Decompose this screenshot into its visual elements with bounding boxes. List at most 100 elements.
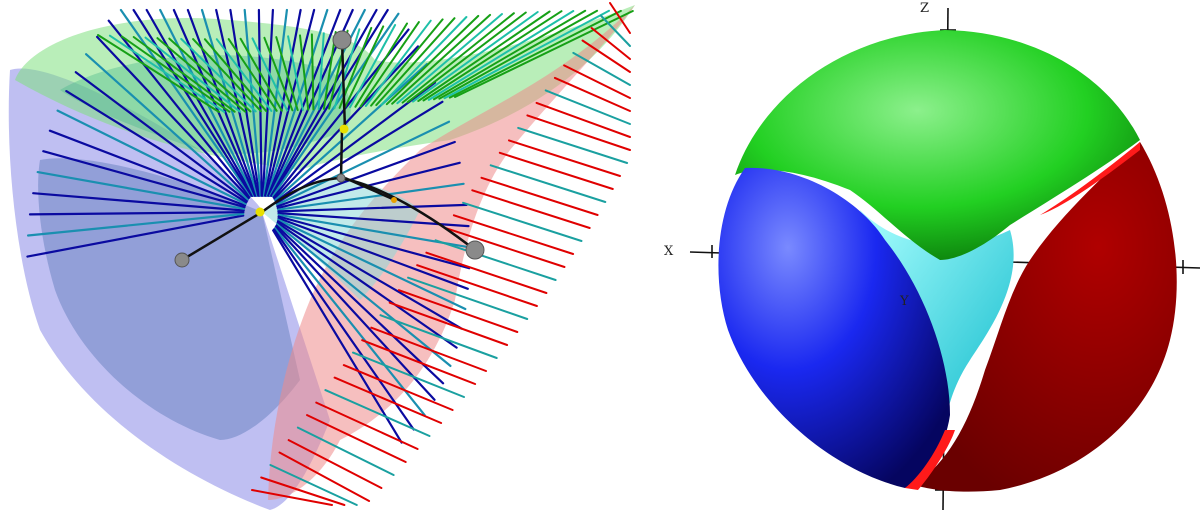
- ruling-line: [120, 35, 231, 113]
- ruling-line: [406, 11, 527, 104]
- ruling-line: [359, 21, 420, 108]
- ruling-line: [364, 19, 432, 107]
- ruling-line: [498, 151, 614, 190]
- ruling-line: [317, 32, 325, 111]
- ruling-line: [273, 45, 420, 200]
- blue-cap-region: [718, 167, 950, 488]
- ruling-line: [599, 14, 631, 47]
- ruling-line: [544, 89, 631, 125]
- ruling-line: [277, 203, 468, 213]
- ruling-line: [333, 376, 443, 424]
- sphere-center: [336, 173, 346, 183]
- ruling-line: [397, 289, 519, 333]
- ruling-line: [416, 264, 538, 307]
- ruling-line: [97, 34, 220, 113]
- ruling-line: [215, 38, 273, 112]
- axis-label-z: Z: [920, 1, 929, 16]
- ruling-line: [349, 24, 397, 109]
- right-panel: X Z Y: [664, 1, 1200, 511]
- ruling-line: [526, 114, 631, 151]
- ruling-line: [263, 36, 294, 112]
- ruling-line: [354, 22, 408, 108]
- ruling-line: [417, 10, 551, 102]
- ruling-line: [489, 164, 607, 203]
- blue-inner-sheet: [38, 158, 300, 441]
- blue-rulings: [26, 8, 471, 444]
- axis-label-y: Y: [899, 294, 909, 309]
- ruling-line: [375, 17, 456, 107]
- marker-red-center: [391, 197, 397, 203]
- ruling-line: [385, 14, 480, 106]
- ruling-line: [276, 223, 452, 367]
- ruling-line: [380, 16, 468, 106]
- sphere-right: [465, 240, 485, 260]
- red-sheet: [268, 5, 635, 500]
- ruling-line: [269, 464, 358, 506]
- sphere-left: [174, 252, 190, 268]
- ruling-line: [448, 9, 622, 99]
- ruling-line: [299, 34, 310, 111]
- ruling-line: [273, 227, 426, 417]
- sphere-top: [332, 30, 352, 50]
- ruling-line: [296, 426, 395, 476]
- ruling-line: [275, 36, 299, 112]
- ruling-line: [119, 8, 252, 197]
- left-panel: [8, 2, 635, 510]
- ruling-line: [277, 217, 469, 290]
- ruling-line: [276, 221, 458, 349]
- ruling-line: [144, 36, 241, 113]
- ruling-line: [324, 389, 431, 437]
- ruling-line: [172, 8, 257, 197]
- ruling-line: [159, 8, 255, 197]
- ruling-line: [396, 13, 503, 105]
- ruling-line: [95, 35, 250, 200]
- ruling-line: [443, 9, 610, 100]
- ruling-line: [427, 10, 575, 101]
- ruling-line: [407, 276, 529, 320]
- ruling-line: [315, 401, 419, 450]
- ruling-line: [145, 8, 254, 197]
- ruling-line: [422, 10, 563, 102]
- ruling-line: [229, 8, 261, 197]
- red-seam-lower: [905, 430, 955, 490]
- ruling-line: [391, 13, 492, 105]
- ruling-line: [227, 38, 278, 112]
- ruling-line: [56, 109, 247, 205]
- ruling-line: [480, 176, 599, 216]
- ruling-line: [434, 239, 557, 281]
- ruling-line: [132, 8, 253, 197]
- ruling-line: [239, 37, 283, 112]
- ruling-line: [287, 439, 383, 489]
- ruling-line: [333, 28, 361, 110]
- ruling-line: [379, 314, 498, 359]
- ruling-line: [251, 489, 333, 506]
- ruling-line: [84, 53, 249, 201]
- ruling-line: [306, 414, 407, 463]
- ruling-line: [438, 9, 599, 100]
- ruling-line: [156, 37, 247, 113]
- ruling-line: [454, 10, 634, 98]
- ruling-line: [572, 51, 631, 86]
- ruling-line: [563, 64, 631, 99]
- axis-label-x: X: [664, 244, 674, 259]
- ruling-line: [471, 189, 591, 229]
- connector-rods: [181, 39, 476, 262]
- ruling-line: [192, 38, 262, 113]
- ruling-line: [275, 120, 451, 206]
- ruling-line: [452, 214, 575, 255]
- ruling-line: [48, 129, 247, 207]
- ruling-line: [425, 251, 548, 294]
- ruling-line: [168, 37, 252, 113]
- ruling-line: [590, 27, 631, 60]
- ruling-line: [553, 76, 631, 112]
- red-rulings: [251, 2, 631, 506]
- ruling-line: [74, 71, 249, 202]
- ruling-line: [276, 140, 456, 208]
- ruling-line: [278, 451, 371, 502]
- ruling-line: [273, 228, 415, 431]
- ruling-line: [370, 326, 487, 372]
- ruling-line: [342, 364, 454, 411]
- ruling-line: [433, 9, 587, 101]
- ruling-line: [180, 37, 257, 113]
